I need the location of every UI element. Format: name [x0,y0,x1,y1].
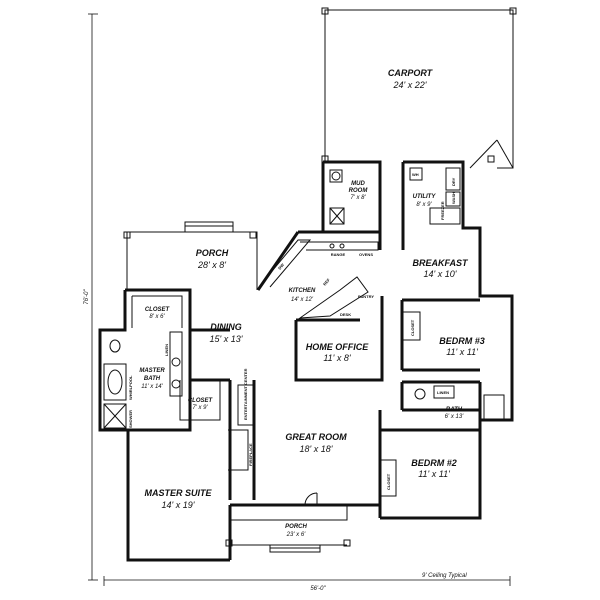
closet-master-dims: 8' x 6' [149,314,165,320]
master-bath-dims: 11' x 14' [141,384,163,390]
porch-front-dims: 23' x 6' [286,532,306,538]
room-great-room: GREAT ROOM 18' x 18' [285,432,347,454]
closet-small-name: CLOSET [188,398,214,404]
dimension-width: 56'-0" [103,576,511,592]
breakfast-dims: 14' x 10' [424,269,457,279]
shower-label: SHOWER [128,410,133,428]
kitchen-dims: 14' x 12' [291,297,314,303]
range-label: RANGE [331,252,346,257]
dimension-depth: 76'-0" [84,13,98,581]
dining-name: DINING [210,322,242,332]
room-closet-small: CLOSET 7' x 9' [188,398,214,411]
ceiling-note: 9' Ceiling Typical [422,573,467,579]
desk-label: DESK [340,312,351,317]
room-utility: UTILITY 8' x 9' [413,194,437,208]
room-master-suite: MASTER SUITE 14' x 19' [144,488,212,510]
bedrm2-name: BEDRM #2 [411,458,457,468]
bedrm2-dims: 11' x 11' [418,469,450,479]
whirlpool-label: WHIRLPOOL [128,375,133,400]
master-bath-name-2: BATH [144,376,161,382]
interior-walls [103,167,505,505]
carport [321,7,517,169]
master-suite-dims: 14' x 19' [162,500,195,510]
room-porch-front: PORCH 23' x 6' [285,524,307,538]
wh-label: WH [412,172,419,177]
porch-rear-name: PORCH [196,248,229,258]
great-room-dims: 18' x 18' [300,444,333,454]
linen-master-label: LINEN [164,344,169,356]
linen-bath-label: LINEN [437,390,449,395]
freezer-label: FREEZER [440,201,445,220]
dining-dims: 15' x 13' [210,334,243,344]
room-bedrm2: BEDRM #2 11' x 11' [411,458,457,479]
closet-bed2-label: CLOSET [386,473,391,490]
front-porch [225,492,351,560]
room-carport: CARPORT 24' x 22' [388,68,434,90]
home-office-dims: 11' x 8' [323,353,351,363]
room-master-bath: MASTER BATH 11' x 14' [139,368,165,390]
width-label: 56'-0" [310,586,326,592]
entertainment-label: ENTERTAINMENT CENTER [243,368,248,420]
carport-dims: 24' x 22' [393,80,427,90]
room-closet-master: CLOSET 8' x 6' [145,307,171,320]
utility-name: UTILITY [413,194,437,200]
fireplace-label: FIREPLACE [248,443,253,466]
master-bath-name-1: MASTER [139,368,165,374]
mud-room-name-2: ROOM [349,188,369,194]
carport-name: CARPORT [388,68,434,78]
room-porch-rear: PORCH 28' x 8' [196,248,229,270]
closet-master-name: CLOSET [145,307,171,313]
dw-label: DW [277,262,285,270]
room-kitchen: KITCHEN 14' x 12' [289,288,316,303]
bath-name: BATH [446,407,463,413]
bath-dims: 6' x 13' [445,414,464,420]
room-home-office: HOME OFFICE 11' x 8' [306,342,369,363]
mud-room-dims: 7' x 8' [350,195,366,201]
room-bath: BATH 6' x 13' [445,407,464,420]
mud-room-name-1: MUD [351,181,365,187]
room-dining: DINING 15' x 13' [210,322,243,344]
bedrm3-name: BEDRM #3 [439,336,485,346]
ovens-label: OVENS [359,252,373,257]
porch-front-name: PORCH [285,524,307,530]
breakfast-name: BREAKFAST [412,258,469,268]
room-bedrm3: BEDRM #3 11' x 11' [439,336,485,357]
wash-label: WASH [451,192,456,204]
dry-label: DRY [451,177,456,186]
depth-label: 76'-0" [84,288,90,304]
porch-rear-dims: 28' x 8' [197,260,226,270]
room-mud-room: MUD ROOM 7' x 8' [349,181,369,201]
pantry-label: PANTRY [358,294,374,299]
fixture-labels: RANGE OVENS PANTRY DW REF DESK LINEN CLO… [128,172,456,490]
closet-small-dims: 7' x 9' [192,405,208,411]
room-breakfast: BREAKFAST 14' x 10' [412,258,469,279]
closet-bed3-label: CLOSET [410,319,415,336]
bedrm3-dims: 11' x 11' [446,347,478,357]
utility-dims: 8' x 9' [416,202,432,208]
home-office-name: HOME OFFICE [306,342,369,352]
great-room-name: GREAT ROOM [285,432,347,442]
master-suite-name: MASTER SUITE [144,488,212,498]
kitchen-name: KITCHEN [289,288,316,294]
ref-label: REF [322,277,331,287]
